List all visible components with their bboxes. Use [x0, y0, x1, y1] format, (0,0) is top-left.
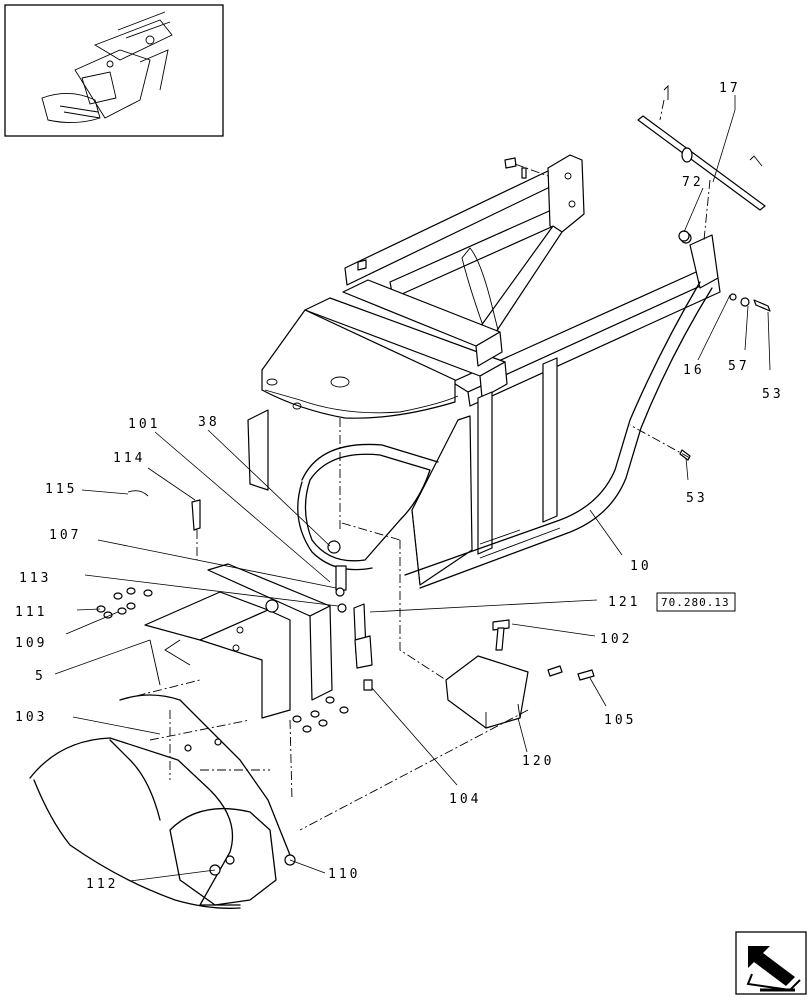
callout-113: 113: [19, 571, 51, 586]
callout-57: 57: [728, 359, 750, 374]
callout-72: 72: [682, 175, 704, 190]
cross-reference-box[interactable]: 70.280.13: [656, 592, 736, 612]
next-page-arrow-icon[interactable]: [735, 931, 807, 995]
callout-111: 111: [15, 605, 47, 620]
callout-5: 5: [35, 669, 46, 684]
callout-110: 110: [328, 867, 360, 882]
rod-part-17: [637, 84, 766, 211]
callout-53-upper: 53: [762, 387, 784, 402]
callout-38: 38: [198, 415, 220, 430]
callout-107: 107: [49, 528, 81, 543]
callout-labels: 17 72 16 57 53 53 10 101 38 114 115 107 …: [15, 81, 784, 892]
cross-reference-label: 70.280.13: [661, 596, 730, 609]
mount-bracket-part-5: [144, 563, 333, 719]
plate-part-120: [445, 655, 529, 729]
callout-101: 101: [128, 417, 160, 432]
callout-53-lower: 53: [686, 491, 708, 506]
fasteners: [96, 490, 595, 733]
callout-112: 112: [86, 877, 118, 892]
callout-121: 121: [608, 595, 640, 610]
callout-115: 115: [45, 482, 77, 497]
callout-114: 114: [113, 451, 145, 466]
frame-assembly: [247, 154, 771, 589]
callout-105: 105: [604, 713, 636, 728]
callout-17: 17: [719, 81, 741, 96]
callout-104: 104: [449, 792, 481, 807]
callout-16: 16: [683, 363, 705, 378]
callout-103: 103: [15, 710, 47, 725]
callout-120: 120: [522, 754, 554, 769]
header-housing: [29, 679, 296, 909]
overview-thumbnail: [4, 4, 224, 137]
callout-102: 102: [600, 632, 632, 647]
callout-109: 109: [15, 636, 47, 651]
washer-part-72: [678, 230, 690, 242]
leader-lines: [54, 95, 771, 882]
callout-10: 10: [630, 559, 652, 574]
